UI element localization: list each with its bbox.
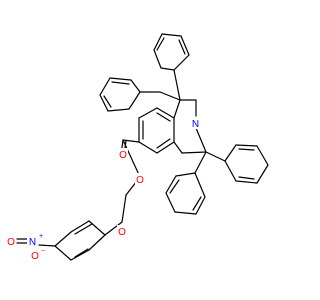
bond-skeleton — [16, 33, 269, 261]
bond-line — [121, 194, 127, 223]
atom-label-ring-nitrogen: N — [190, 117, 201, 130]
atom-label-ester-carbonyl-o: O — [118, 148, 128, 161]
atom-label-nitro-o-double: O — [6, 235, 16, 248]
atom-label-ketone-o: O — [117, 225, 127, 238]
bond-line — [128, 91, 141, 110]
bond-line — [122, 139, 141, 178]
bond-line — [111, 81, 130, 85]
bond-line — [99, 94, 109, 112]
bond-line — [224, 144, 237, 162]
bond-line — [130, 79, 141, 93]
bond-line — [74, 223, 93, 235]
bond-line — [235, 180, 258, 184]
bond-line — [54, 231, 72, 247]
bond-line — [195, 196, 206, 215]
bond-line — [156, 37, 165, 51]
bond-line — [38, 244, 56, 247]
bond-line — [181, 151, 207, 154]
bond-line — [235, 144, 258, 147]
bond-line — [173, 99, 181, 119]
bond-line — [238, 148, 255, 151]
bond-line — [256, 145, 269, 166]
bond-line — [169, 179, 180, 194]
bond-line — [159, 91, 181, 101]
svg-text:O: O — [118, 227, 126, 238]
svg-text:−: − — [41, 248, 45, 255]
svg-text:O: O — [136, 175, 144, 186]
bond-line — [104, 221, 123, 236]
bond-line — [161, 33, 182, 37]
atom-label-nitro-n: N + — [27, 233, 43, 248]
bond-line — [156, 138, 171, 149]
bond-line — [99, 77, 111, 96]
bond-line — [153, 49, 162, 69]
bond-line — [153, 33, 163, 51]
bond-line — [160, 67, 175, 71]
bond-line — [54, 245, 72, 261]
bond-line — [74, 248, 89, 258]
bond-line — [138, 141, 158, 154]
svg-text:O: O — [119, 150, 127, 161]
bond-line — [156, 107, 175, 119]
svg-text:O: O — [7, 237, 15, 248]
bond-line — [256, 164, 269, 184]
bond-line — [175, 172, 196, 177]
bond-line — [192, 196, 202, 211]
svg-text:+: + — [39, 233, 43, 240]
bond-line — [165, 192, 176, 213]
bond-line — [173, 141, 183, 154]
svg-text:N: N — [192, 119, 199, 130]
bond-line — [88, 220, 106, 236]
bond-line — [174, 211, 197, 215]
atom-label-ester-ether-o: O — [135, 173, 145, 186]
bond-line — [178, 39, 186, 55]
bond-line — [195, 127, 207, 153]
bond-line — [88, 234, 106, 251]
bond-line — [70, 220, 90, 233]
bond-line — [103, 95, 112, 108]
bond-line — [173, 69, 181, 101]
bond-line — [156, 112, 171, 122]
bond-line — [122, 139, 140, 143]
bond-line — [238, 176, 255, 180]
bond-line — [165, 175, 177, 194]
svg-text:N: N — [29, 237, 36, 248]
bond-line — [194, 151, 207, 174]
bond-line — [205, 151, 226, 162]
atom-label-nitro-o-minus: O − — [30, 248, 45, 262]
bond-line — [224, 160, 237, 182]
bond-line — [138, 107, 158, 119]
bond-line — [70, 249, 90, 261]
bond-line — [173, 54, 190, 71]
bond-line — [156, 141, 175, 154]
bond-line — [109, 77, 132, 81]
bond-line — [194, 172, 206, 198]
bond-line — [180, 35, 190, 56]
svg-text:O: O — [31, 251, 39, 262]
bond-line — [107, 108, 130, 112]
chemical-structure-diagram: O O O N N + O − O — [6, 33, 269, 262]
